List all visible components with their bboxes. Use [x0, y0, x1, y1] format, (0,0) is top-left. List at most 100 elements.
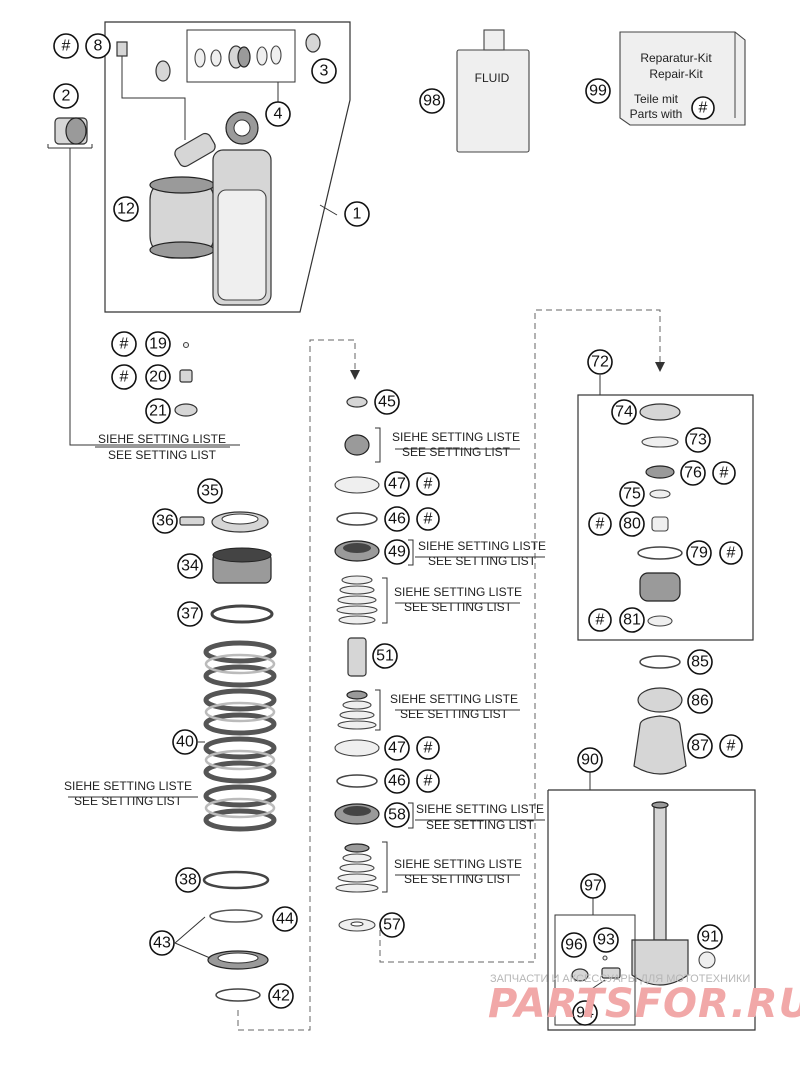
piston-rod: [653, 804, 667, 941]
callout-93: 93: [593, 927, 619, 953]
callout-81: 81: [619, 607, 645, 633]
watermark-caption: ЗАПЧАСТИ И АКСЕССУАРЫ ДЛЯ МОТОТЕХНИКИ: [490, 973, 750, 985]
repair-kit-line1: Reparatur-Kit: [640, 51, 712, 65]
svg-text:2: 2: [62, 88, 71, 105]
svg-text:99: 99: [589, 83, 607, 100]
seal-band: [334, 476, 380, 494]
svg-text:4: 4: [274, 106, 283, 123]
svg-text:45: 45: [378, 394, 396, 411]
repair-kit-line4: Parts with: [630, 107, 683, 121]
callout-99: 99: [585, 78, 611, 104]
callout-43: 43: [149, 930, 175, 956]
callout-hash-46b: #: [416, 769, 440, 793]
reservoir-cap: [639, 403, 681, 421]
callout-hash-76: #: [712, 461, 736, 485]
callout-hash-87: #: [719, 734, 743, 758]
callout-3: 3: [311, 58, 337, 84]
svg-text:#: #: [424, 511, 433, 528]
flow-arrow-left: [350, 370, 360, 380]
svg-text:#: #: [424, 476, 433, 493]
svg-text:20: 20: [149, 369, 167, 386]
callout-hash-46a: #: [416, 507, 440, 531]
seal-band: [334, 739, 380, 757]
svg-text:#: #: [424, 773, 433, 790]
setting-note-de: SIEHE SETTING LISTE: [390, 692, 518, 706]
setting-note-de: SIEHE SETTING LISTE: [64, 779, 192, 793]
svg-text:85: 85: [691, 654, 709, 671]
o-ring: [336, 774, 378, 788]
svg-text:38: 38: [179, 872, 197, 889]
setting-note-en: SEE SETTING LIST: [404, 872, 513, 886]
callout-79: 79: [686, 540, 712, 566]
callout-76: 76: [680, 460, 706, 486]
svg-text:19: 19: [149, 336, 167, 353]
svg-text:#: #: [424, 740, 433, 757]
lead-line: [47, 144, 240, 446]
rod-eye: [631, 939, 689, 986]
svg-text:#: #: [120, 369, 129, 386]
shock-assembly-frame: [104, 21, 351, 313]
o-ring: [336, 512, 378, 526]
setting-note-de: SIEHE SETTING LISTE: [98, 432, 226, 446]
callout-74: 74: [611, 399, 637, 425]
setting-note-en: SEE SETTING LIST: [108, 448, 217, 462]
callout-94: 94: [572, 1000, 598, 1026]
svg-text:90: 90: [581, 752, 599, 769]
svg-text:98: 98: [423, 93, 441, 110]
small-ball: [182, 341, 190, 349]
bushing-part: [305, 33, 321, 53]
bracket-line: [382, 577, 388, 624]
callout-98: 98: [419, 88, 445, 114]
setting-note-en: SEE SETTING LIST: [402, 445, 511, 459]
svg-text:40: 40: [176, 734, 194, 751]
spring-washer-lower: [202, 870, 270, 890]
svg-text:#: #: [596, 612, 605, 629]
adjuster-knob: [65, 117, 87, 145]
setting-note-de: SIEHE SETTING LISTE: [416, 802, 544, 816]
detent-ball: [602, 955, 608, 961]
reservoir-cap: [149, 176, 215, 194]
bushing-part: [155, 60, 171, 82]
callout-38: 38: [175, 867, 201, 893]
adjuster-screw: [571, 968, 589, 982]
svg-text:21: 21: [149, 403, 167, 420]
callout-58: 58: [384, 802, 410, 828]
svg-text:74: 74: [615, 404, 633, 421]
cap-part: [174, 403, 198, 417]
callout-47a: 47: [384, 471, 410, 497]
svg-text:35: 35: [201, 483, 219, 500]
piston-face: [343, 543, 371, 553]
repair-kit-line3: Teile mit: [634, 92, 679, 106]
setting-note-de: SIEHE SETTING LISTE: [394, 857, 522, 871]
svg-text:1: 1: [353, 206, 362, 223]
svg-text:47: 47: [388, 740, 406, 757]
washer-hole: [350, 921, 364, 927]
bracket-line: [408, 539, 414, 566]
svg-text:73: 73: [689, 432, 707, 449]
svg-text:44: 44: [276, 911, 294, 928]
callout-1: 1: [344, 201, 370, 227]
svg-text:#: #: [596, 516, 605, 533]
callout-hash-99: #: [691, 96, 715, 120]
bump-stop-cap: [346, 396, 368, 408]
bracket-line: [408, 802, 414, 829]
svg-text:57: 57: [383, 917, 401, 934]
setting-note-en: SEE SETTING LIST: [404, 600, 513, 614]
bladder-kit-frame: [577, 394, 754, 641]
callout-42: 42: [268, 983, 294, 1009]
o-ring: [637, 546, 683, 560]
svg-text:46: 46: [388, 773, 406, 790]
bracket-line: [382, 841, 388, 893]
rod-tip: [651, 801, 669, 809]
seal-ring: [256, 46, 268, 66]
callout-73: 73: [685, 427, 711, 453]
svg-text:79: 79: [690, 545, 708, 562]
adjusting-ring-hole: [221, 513, 259, 525]
setting-note-de: SIEHE SETTING LISTE: [418, 539, 546, 553]
lead-line: [589, 979, 606, 991]
callout-97: 97: [580, 873, 606, 899]
seal-ring: [237, 46, 251, 68]
svg-text:81: 81: [623, 612, 641, 629]
callout-87: 87: [687, 733, 713, 759]
